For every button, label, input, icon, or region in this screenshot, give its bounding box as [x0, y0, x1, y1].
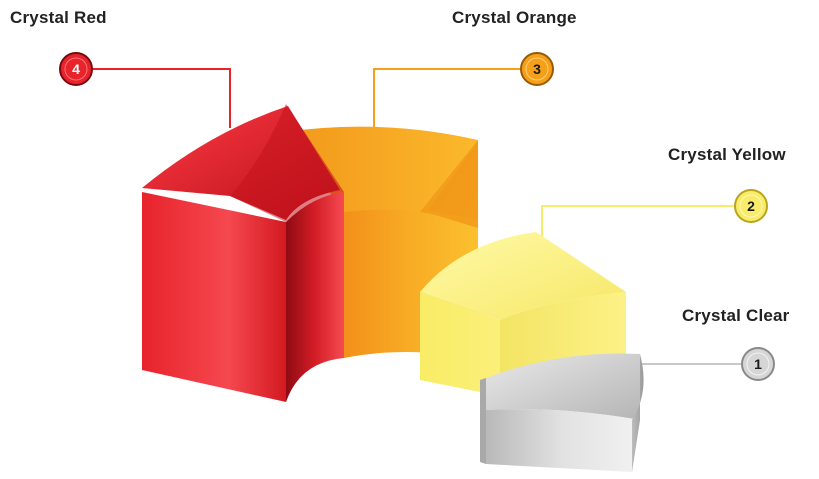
badge-4: 4: [59, 52, 93, 86]
badge-1-number: 1: [754, 356, 762, 372]
label-crystal-red: Crystal Red: [10, 8, 107, 27]
badge-2: 2: [734, 189, 768, 223]
badge-1: 1: [741, 347, 775, 381]
connector-crystal-orange: [373, 68, 522, 132]
label-crystal-clear: Crystal Clear: [682, 306, 790, 325]
connector-crystal-yellow: [541, 205, 736, 240]
badge-3-number: 3: [533, 61, 541, 77]
segment-crystal-orange: [300, 126, 478, 360]
badge-2-number: 2: [747, 198, 755, 214]
connector-crystal-red: [92, 68, 231, 128]
segment-crystal-red: [142, 104, 344, 402]
label-crystal-orange: Crystal Orange: [452, 8, 577, 27]
segment-crystal-clear: [480, 353, 644, 472]
badge-4-number: 4: [72, 61, 80, 77]
label-crystal-yellow: Crystal Yellow: [668, 145, 786, 164]
badge-3: 3: [520, 52, 554, 86]
